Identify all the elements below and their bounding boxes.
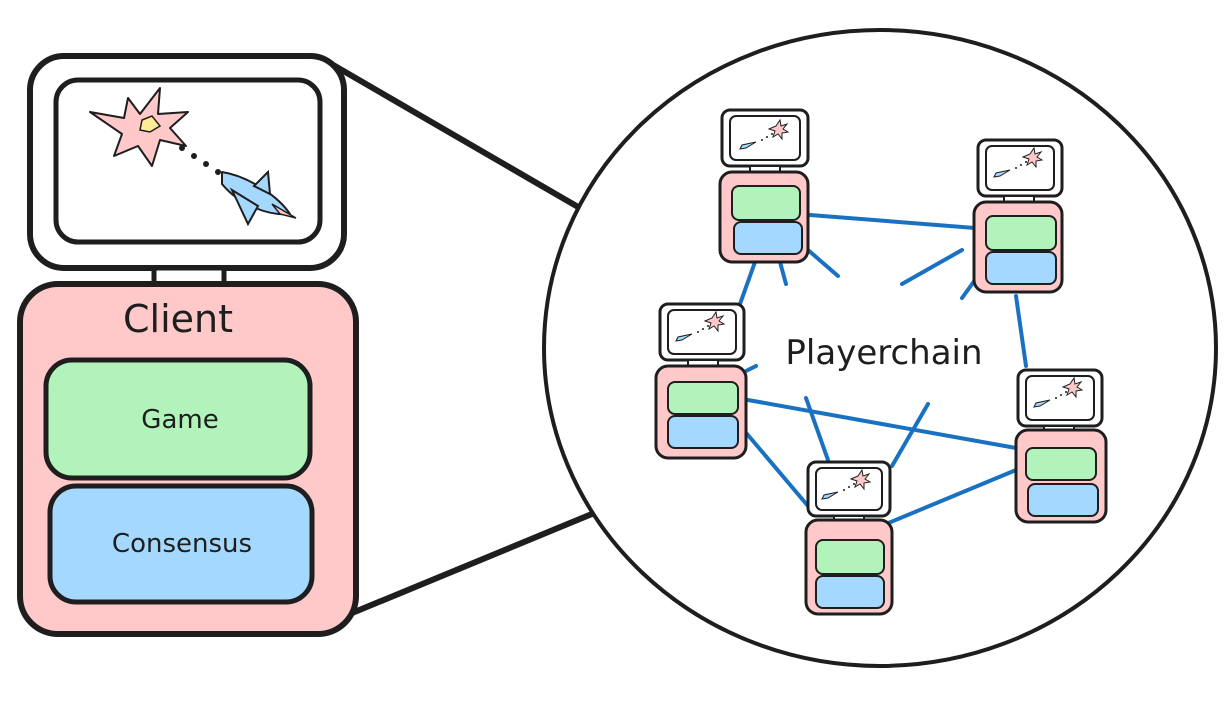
client-title: Client (123, 297, 233, 341)
peer-node (1014, 368, 1108, 524)
consensus-box (47, 483, 315, 605)
peer-node (972, 138, 1064, 294)
peer-node (804, 460, 894, 616)
client-detail: Client Game Consensus (17, 53, 359, 637)
game-label: Game (141, 405, 218, 435)
explosion-icon (89, 87, 189, 167)
rocket-icon (221, 169, 297, 227)
network-links (738, 213, 1028, 526)
network-label: Playerchain (785, 333, 982, 373)
peer-node (718, 108, 810, 264)
client-monitor-screen (53, 77, 323, 245)
trajectory-dots (179, 145, 221, 175)
game-box (43, 357, 313, 481)
consensus-label: Consensus (112, 529, 252, 559)
peer-node (654, 302, 748, 460)
